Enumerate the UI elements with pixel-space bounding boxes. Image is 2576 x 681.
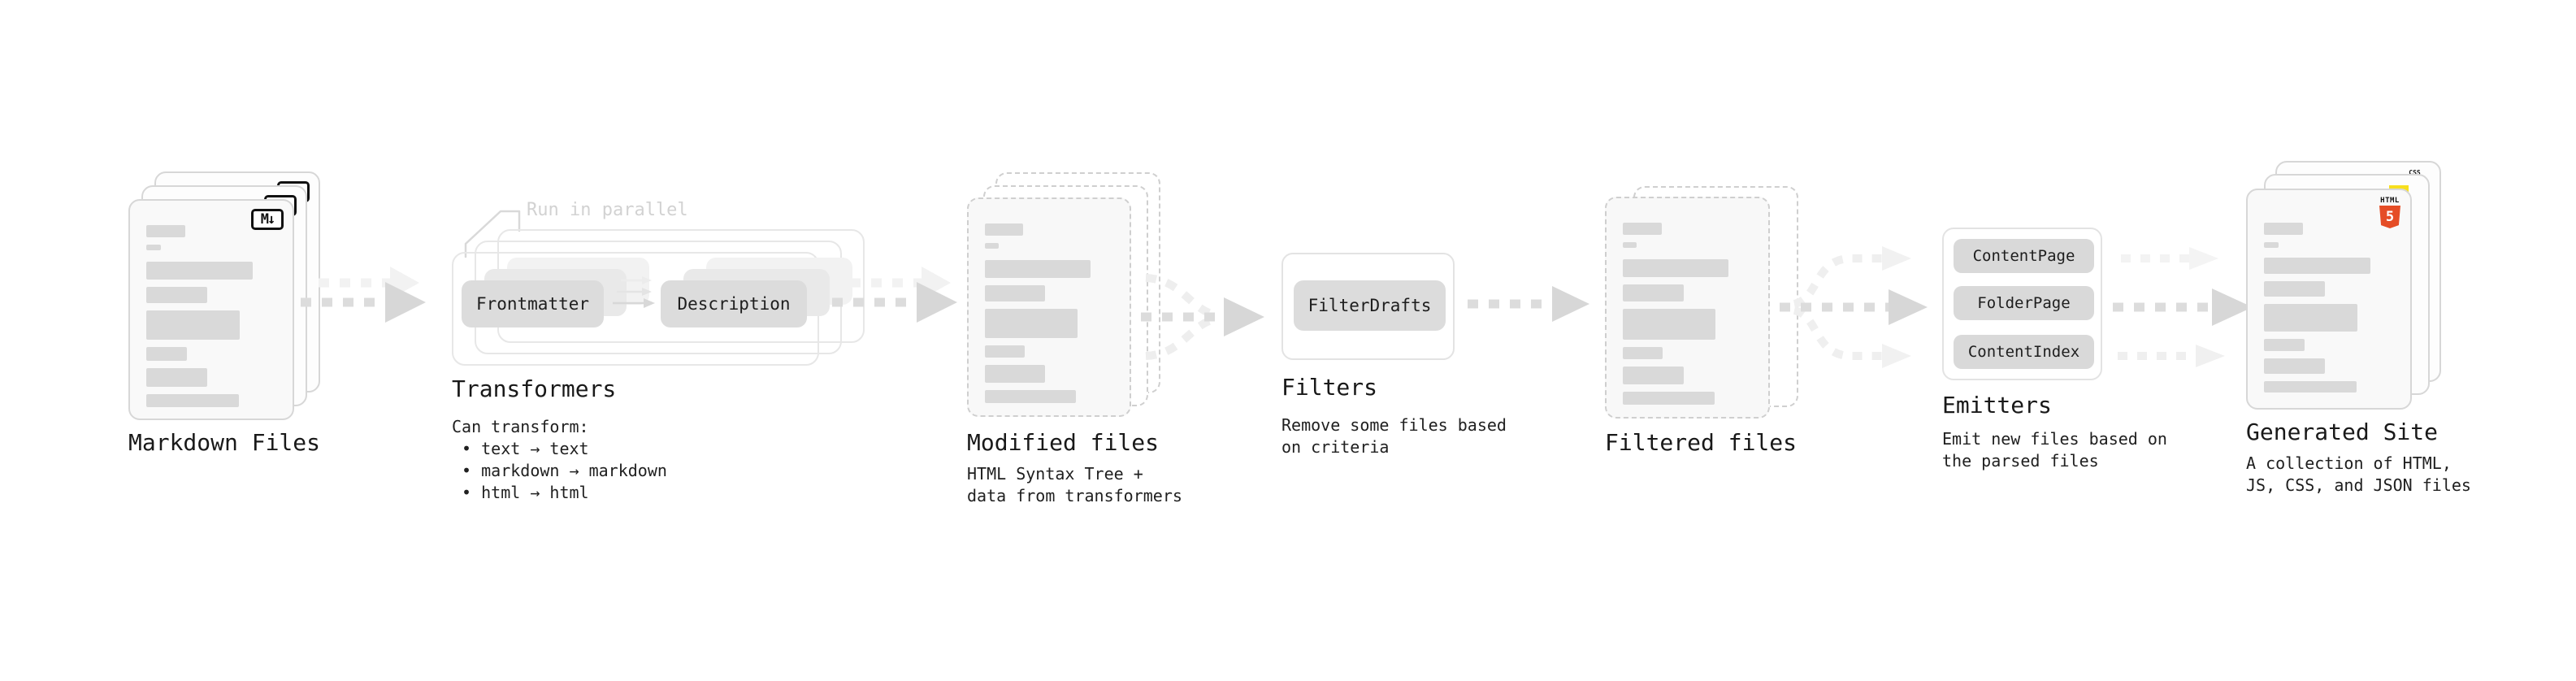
text-line-bar [985, 365, 1046, 383]
text-line-bar [146, 262, 254, 280]
doc-content-placeholder [1623, 223, 1752, 412]
desc-line: HTML Syntax Tree + [967, 464, 1143, 484]
filters-label: Filters [1281, 374, 1378, 401]
transformers-stack: Frontmatter Description [452, 229, 874, 367]
text-line-bar [2264, 358, 2326, 374]
html5-icon-text: HTML [2380, 197, 2400, 205]
annotation-leader-line [464, 210, 521, 258]
transformers-label: Transformers [452, 375, 617, 402]
filterdrafts-node: FilterDrafts [1294, 280, 1446, 331]
text-line-bar [1623, 284, 1684, 301]
text-line-bar [985, 390, 1077, 403]
text-line-bar [146, 368, 208, 387]
arrows-emitters-to-site [2113, 247, 2253, 367]
generated-site-description: A collection of HTML, JS, CSS, and JSON … [2246, 453, 2471, 497]
html5-icon: HTML 5 [2379, 197, 2400, 228]
doc-content-placeholder [985, 223, 1113, 410]
transform-bullet: • text → text [462, 439, 589, 458]
css-icon-text: CSS [2409, 169, 2421, 176]
text-line-bar [146, 287, 208, 303]
text-line-bar [2264, 304, 2358, 332]
text-line-bar [1623, 223, 1662, 235]
text-line-bar [1623, 347, 1663, 359]
filtered-files-label: Filtered files [1605, 429, 1798, 456]
text-line-bar [985, 285, 1046, 301]
text-line-bar [985, 260, 1091, 278]
emitters-label: Emitters [1942, 392, 2052, 419]
desc-line: Remove some files based [1281, 415, 1507, 435]
text-line-bar [1623, 309, 1716, 340]
transformers-description: Can transform: • text → text • markdown … [452, 416, 667, 504]
text-line-bar [146, 245, 161, 250]
markdown-files-label: Markdown Files [128, 429, 321, 456]
contentindex-node: ContentIndex [1954, 335, 2094, 369]
emitters-description: Emit new files based on the parsed files [1942, 428, 2167, 472]
generated-site-label: Generated Site [2246, 419, 2439, 445]
transform-bullet: • html → html [462, 483, 589, 502]
contentpage-node: ContentPage [1954, 239, 2094, 273]
modified-files-label: Modified files [967, 429, 1160, 456]
text-line-bar [2264, 281, 2326, 297]
html-file-card: HTML 5 [2246, 189, 2412, 410]
text-line-bar [985, 223, 1024, 236]
arrow-filtered-to-emitters-diverge [1780, 246, 1928, 368]
text-line-bar [1623, 367, 1684, 384]
run-in-parallel-annotation: Run in parallel [527, 200, 688, 220]
modified-file-card-front [967, 197, 1131, 417]
filtered-file-card-front [1605, 197, 1770, 419]
text-line-bar [985, 309, 1078, 338]
description-node: Description [661, 280, 807, 327]
arrow-transformers-to-modified [832, 267, 957, 323]
text-line-bar [2264, 258, 2371, 274]
text-line-bar [146, 347, 187, 361]
transformers-desc-title: Can transform: [452, 417, 589, 436]
text-line-bar [1623, 259, 1729, 277]
transform-bullet: • markdown → markdown [462, 461, 667, 480]
modified-files-stack [967, 172, 1170, 420]
parallel-transform-arrows [613, 276, 655, 308]
doc-content-placeholder [2264, 223, 2394, 400]
generated-site-stack: CSS HTML 5 [2246, 161, 2449, 410]
text-line-bar [146, 310, 241, 340]
text-line-bar [2264, 242, 2279, 248]
desc-line: JS, CSS, and JSON files [2246, 475, 2471, 495]
markdown-files-stack: M↓ M↓ M↓ [128, 171, 332, 420]
frontmatter-node: Frontmatter [462, 280, 604, 327]
text-line-bar [985, 243, 1000, 249]
markdown-icon: M↓ [251, 209, 284, 230]
text-line-bar [1623, 242, 1637, 248]
filters-description: Remove some files based on criteria [1281, 414, 1507, 458]
filters-card: FilterDrafts [1281, 253, 1455, 360]
filtered-files-stack [1605, 186, 1808, 422]
arrow-markdown-to-transformers [301, 267, 426, 323]
markdown-file-card-front: M↓ [128, 199, 294, 420]
text-line-bar [2264, 223, 2303, 235]
html5-shield: 5 [2379, 206, 2400, 228]
desc-line: on criteria [1281, 437, 1390, 457]
arrow-filters-to-filtered [1468, 286, 1589, 322]
text-line-bar [2264, 381, 2357, 393]
desc-line: data from transformers [967, 486, 1182, 505]
modified-files-description: HTML Syntax Tree + data from transformer… [967, 463, 1182, 507]
text-line-bar [146, 225, 185, 237]
text-line-bar [1623, 392, 1715, 405]
emitters-card: ContentPage FolderPage ContentIndex [1942, 228, 2102, 380]
text-line-bar [146, 394, 239, 407]
text-line-bar [985, 345, 1025, 358]
text-line-bar [2264, 339, 2305, 351]
folderpage-node: FolderPage [1954, 286, 2094, 320]
desc-line: the parsed files [1942, 451, 2099, 471]
arrow-modified-to-filters-converge [1141, 274, 1264, 360]
desc-line: A collection of HTML, [2246, 453, 2452, 473]
doc-content-placeholder [146, 225, 276, 414]
desc-line: Emit new files based on [1942, 429, 2167, 449]
